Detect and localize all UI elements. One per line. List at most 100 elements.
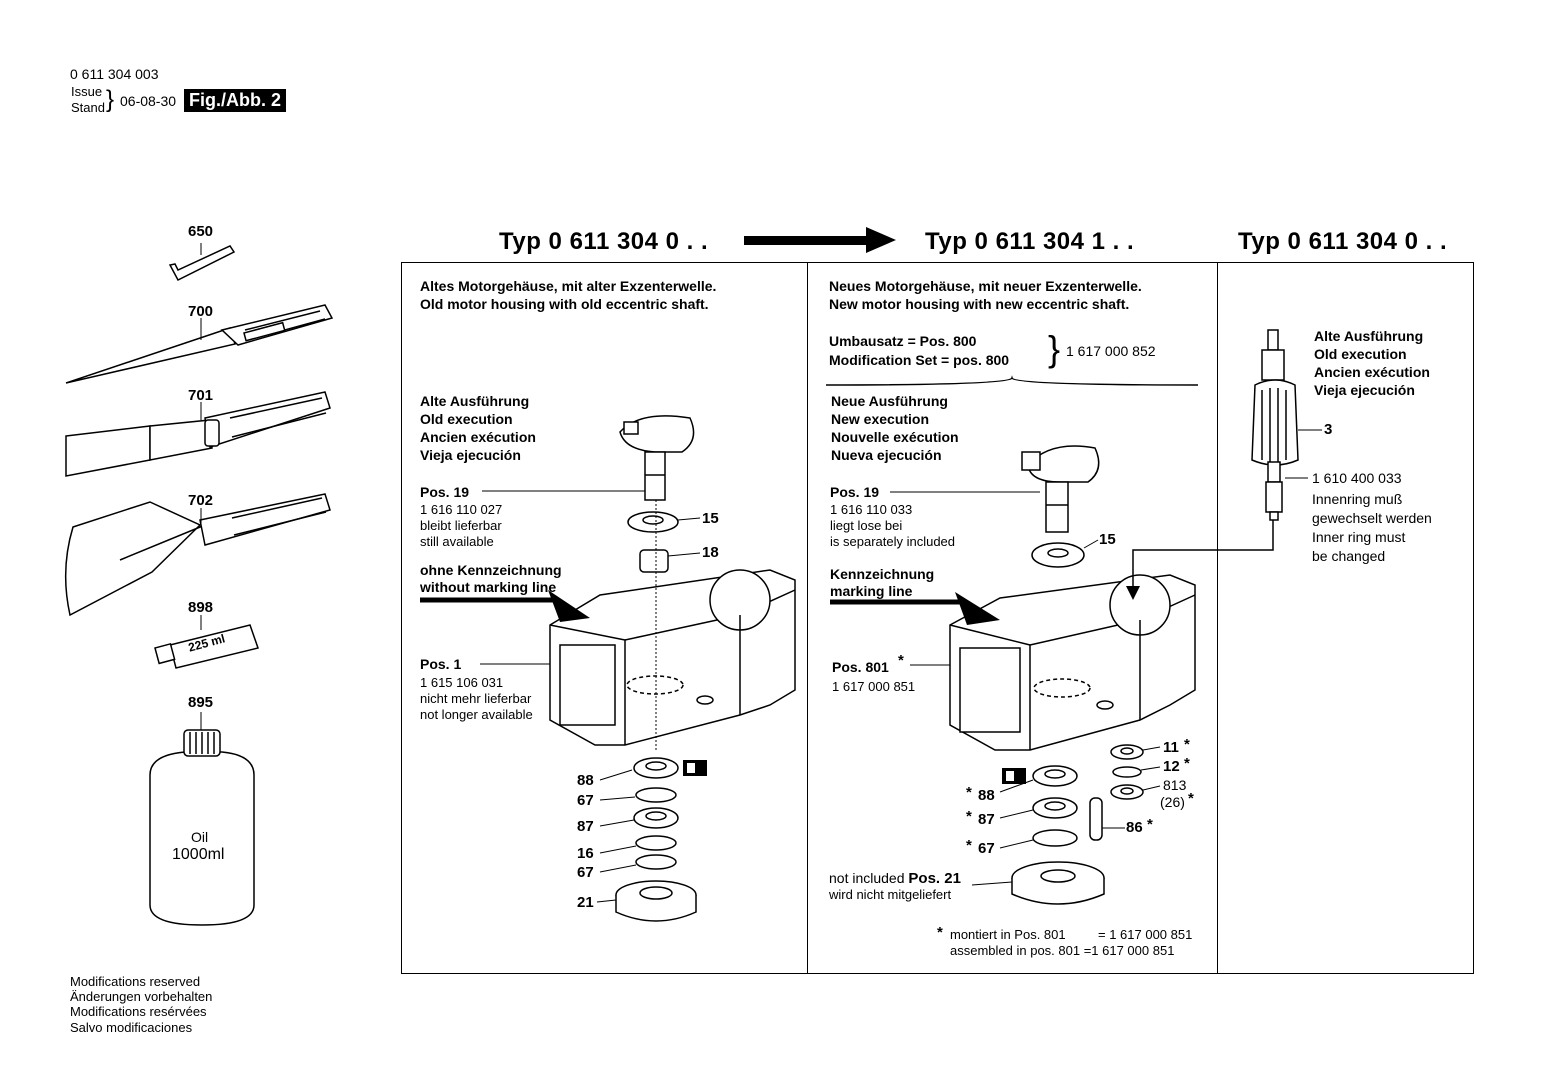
ring-16-left — [635, 835, 677, 851]
star-88: * — [966, 784, 972, 801]
arrow-right-icon — [744, 227, 896, 253]
type-heading-middle: Typ 0 611 304 1 . . — [925, 228, 1135, 255]
bottle-text-2: 1000ml — [172, 846, 225, 863]
book-icon-left — [683, 760, 707, 776]
oil-bottle-icon — [149, 729, 255, 926]
left-pos1-number: 1 615 106 031 — [420, 675, 504, 690]
ring-note-de-1: Innenring muß — [1312, 491, 1403, 507]
middle-pos19-note-en: is separately included — [830, 534, 956, 549]
label-702: 702 — [188, 492, 214, 509]
issue-date: 06-08-30 — [120, 93, 177, 109]
panel-divider-1 — [807, 262, 808, 973]
middle-heading-1: Neues Motorgehäuse, mit neuer Exzenterwe… — [829, 278, 1142, 294]
book-icon-middle — [1002, 768, 1026, 784]
eccentric-shaft-old — [619, 415, 695, 501]
spade-chisel-icon — [64, 493, 331, 617]
armature-3-icon — [1251, 329, 1299, 521]
middle-pos19-note-de: liegt lose bei — [830, 518, 903, 533]
star-67: * — [966, 837, 972, 854]
left-label-18: 18 — [702, 544, 719, 561]
middle-label-15: 15 — [1099, 531, 1116, 548]
left-execution: Alte Ausführung Old execution Ancien exé… — [420, 392, 536, 464]
flat-chisel-icon — [65, 391, 331, 477]
middle-label-813: 813 — [1163, 777, 1187, 793]
exec-de: Alte Ausführung — [1314, 328, 1424, 344]
bearing-87-left — [633, 807, 679, 829]
not-included: not included Pos. 21 — [829, 870, 961, 887]
panel-divider-2 — [1217, 262, 1218, 973]
left-heading-2: Old motor housing with old eccentric sha… — [420, 296, 709, 312]
middle-pos801-label: Pos. 801 — [832, 659, 889, 675]
middle-label-11: 11 — [1163, 739, 1179, 756]
bearing-88-left — [633, 757, 679, 779]
middle-pos19-info: 1 616 110 033 liegt lose bei is separate… — [830, 502, 955, 550]
bearing-11-middle — [1110, 744, 1144, 760]
ring-note-en-1: Inner ring must — [1312, 529, 1406, 545]
not-included-pos: Pos. 21 — [908, 870, 961, 887]
left-pos19-info: 1 616 110 027 bleibt lieferbar still ava… — [420, 502, 502, 550]
umbausatz-number: 1 617 000 852 — [1066, 343, 1156, 359]
label-895: 895 — [188, 694, 214, 711]
footer-note-3: Modifications resérvées — [70, 1004, 207, 1019]
footer-note-1: Modifications reserved — [70, 974, 201, 989]
motor-housing-old — [549, 569, 796, 746]
ring-number: 1 610 400 033 — [1312, 470, 1402, 486]
bearing-813-middle — [1110, 784, 1144, 800]
footer-note-4: Salvo modificaciones — [70, 1020, 193, 1035]
hex-key-icon — [168, 245, 236, 281]
pin-86-middle — [1089, 797, 1103, 841]
label-701: 701 — [188, 387, 214, 404]
umbausatz-brace: } — [1048, 328, 1061, 369]
grease-tube-icon — [154, 624, 259, 669]
not-included-text: not included — [829, 870, 905, 886]
middle-label-88: 88 — [978, 787, 995, 804]
bearing-87-middle — [1032, 797, 1078, 819]
middle-execution: Neue Ausführung New execution Nouvelle e… — [831, 392, 959, 464]
exec-en: Old execution — [420, 411, 513, 427]
part-number: 0 611 304 003 — [70, 66, 159, 82]
middle-label-87: 87 — [978, 811, 995, 828]
exec-fr: Ancien exécution — [420, 429, 536, 445]
ring-notes: Innenring muß gewechselt werden Inner ri… — [1312, 490, 1432, 566]
type-heading-right: Typ 0 611 304 0 . . — [1238, 228, 1448, 255]
not-included-de: wird nicht mitgeliefert — [829, 887, 952, 902]
ring-67-left — [635, 787, 677, 803]
ring-12-middle — [1112, 766, 1142, 778]
umbausatz-de: Umbausatz = Pos. 800 — [829, 333, 977, 349]
bearing-15-left — [627, 511, 679, 533]
middle-pos19-label: Pos. 19 — [830, 484, 880, 500]
star-11: * — [1184, 736, 1190, 753]
footnote-2: assembled in pos. 801 =1 617 000 851 — [950, 943, 1175, 958]
ring-67b-left — [635, 854, 677, 870]
star-87: * — [966, 808, 972, 825]
exec-fr: Nouvelle exécution — [831, 429, 959, 445]
eccentric-shaft-new — [1021, 445, 1100, 533]
left-pos1-availability-de: nicht mehr lieferbar — [420, 691, 532, 706]
panels-frame — [401, 262, 1474, 974]
exec-en: Old execution — [1314, 346, 1407, 362]
middle-label-67: 67 — [978, 840, 995, 857]
label-650: 650 — [188, 223, 214, 240]
left-pos19-number: 1 616 110 027 — [420, 502, 503, 517]
left-pos1-availability-en: not longer available — [420, 707, 533, 722]
footnote-1a: montiert in Pos. 801 — [950, 927, 1066, 942]
footnote-1b: = 1 617 000 851 — [1098, 927, 1193, 942]
exec-es: Vieja ejecución — [1314, 382, 1415, 398]
pointed-chisel-icon — [65, 304, 334, 384]
brace: } — [106, 86, 115, 113]
left-label-87: 87 — [577, 818, 594, 835]
marking-de: ohne Kennzeichnung — [420, 562, 562, 578]
umbausatz-en: Modification Set = pos. 800 — [829, 352, 1010, 368]
right-label-3: 3 — [1324, 421, 1333, 438]
marking-en: without marking line — [420, 579, 557, 595]
gear-21-left — [615, 880, 697, 922]
ring-note-en-2: be changed — [1312, 548, 1386, 564]
left-pos19-label: Pos. 19 — [420, 484, 470, 500]
left-label-15: 15 — [702, 510, 719, 527]
exec-en: New execution — [831, 411, 930, 427]
issue-label: Issue — [71, 84, 103, 99]
left-label-88: 88 — [577, 772, 594, 789]
marking-de: Kennzeichnung — [830, 566, 935, 582]
star-801: * — [898, 652, 904, 669]
exec-fr: Ancien exécution — [1314, 364, 1430, 380]
